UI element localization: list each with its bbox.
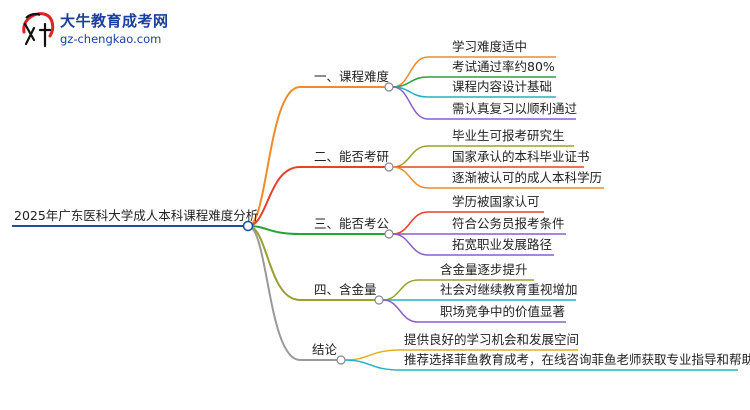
logo-mark-icon: [22, 12, 55, 48]
branch-node-5: [336, 355, 346, 365]
branch-connector-1: [247, 86, 301, 227]
branch-label-1: 一、课程难度: [314, 69, 390, 84]
branch-label-5: 结论: [312, 342, 338, 357]
branch-connector-5: [247, 225, 301, 361]
leaf-label-5-1: 提供良好的学习机会和发展空间: [404, 332, 580, 347]
leaf-connector-4-3: [382, 299, 419, 323]
root-label: 2025年广东医科大学成人本科课程难度分析: [14, 208, 259, 223]
leaf-label-1-1: 学习难度适中: [452, 39, 528, 54]
logo-url: gz-chengkao.com: [60, 32, 162, 46]
leaf-label-1-4: 需认真复习以顺利通过: [452, 101, 578, 116]
leaf-label-4-3: 职场竞争中的价值显著: [440, 304, 566, 319]
leaf-connector-2-3: [392, 166, 429, 189]
leaf-label-3-3: 拓宽职业发展路径: [452, 237, 553, 252]
branch-connector-2: [247, 166, 301, 227]
leaf-connector-3-1: [392, 211, 429, 235]
leaf-connector-1-4: [392, 86, 429, 120]
root-node: [242, 220, 254, 232]
leaf-label-5-2: 推荐选择菲鱼教育成考，在线咨询菲鱼老师获取专业指导和帮助: [404, 352, 750, 367]
leaf-label-1-2: 考试通过率约80%: [452, 59, 555, 74]
leaf-connector-5-1: [344, 349, 401, 361]
leaf-connector-3-3: [392, 233, 429, 256]
leaf-label-2-2: 国家承认的本科毕业证书: [452, 149, 590, 164]
leaf-label-1-3: 课程内容设计基础: [452, 79, 553, 94]
leaf-label-3-1: 学历被国家认可: [452, 194, 540, 209]
leaf-label-4-1: 含金量逐步提升: [440, 262, 528, 277]
leaf-label-3-2: 符合公务员报考条件: [452, 216, 565, 231]
logo: 大牛教育成考网 gz-chengkao.com: [20, 10, 170, 56]
logo-title: 大牛教育成考网: [60, 12, 169, 30]
branch-label-3: 三、能否考公: [314, 216, 390, 231]
leaf-connector-4-1: [382, 279, 419, 301]
leaf-label-2-3: 逐渐被认可的成人本科学历: [452, 170, 603, 185]
branch-label-2: 二、能否考研: [314, 149, 390, 164]
leaf-connector-2-1: [392, 145, 429, 168]
branch-label-4: 四、含金量: [314, 282, 377, 297]
leaf-label-4-2: 社会对继续教育重视增加: [440, 282, 578, 297]
leaf-connector-5-2: [344, 359, 401, 371]
branch-connector-4: [247, 225, 301, 301]
leaf-label-2-1: 毕业生可报考研究生: [452, 128, 565, 143]
